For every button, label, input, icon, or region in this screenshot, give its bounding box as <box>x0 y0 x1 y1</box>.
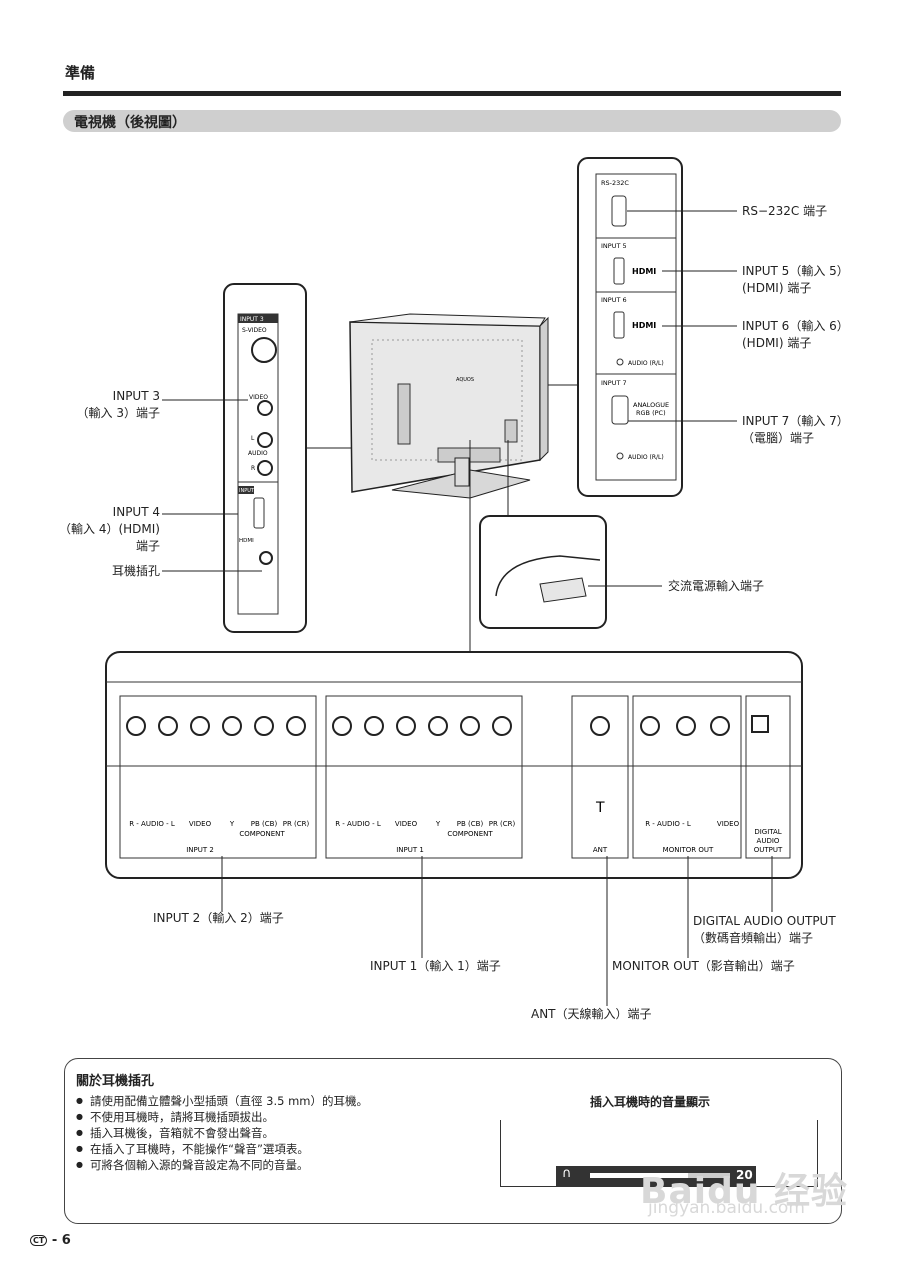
r-text: R <box>251 465 255 472</box>
label-ac-power: 交流電源輸入端子 <box>668 579 765 593</box>
rgb-pc-text: RGB (PC) <box>636 409 666 417</box>
input2-video: VIDEO <box>189 820 212 828</box>
monitor-panel-label: MONITOR OUT <box>663 846 714 854</box>
digital-text-2: AUDIO <box>757 837 780 845</box>
label-input6-a: INPUT 6（輸入 6） <box>742 319 849 333</box>
input1-video: VIDEO <box>395 820 418 828</box>
label-input3-a: INPUT 3 <box>112 389 160 403</box>
notes-item: 在插入了耳機時，不能操作“聲音”選項表。 <box>76 1141 368 1157</box>
label-ant: ANT（天線輸入）端子 <box>531 1007 652 1021</box>
notes-item: 請使用配備立體聲小型插頭（直徑 3.5 mm）的耳機。 <box>76 1093 368 1109</box>
input3-panel-text: INPUT 3 <box>240 316 264 323</box>
page-number: CT - 6 <box>30 1233 71 1248</box>
aquos-text: AQUOS <box>456 377 474 383</box>
section-title: 準備 <box>65 64 96 82</box>
svideo-text: S-VIDEO <box>242 327 267 334</box>
label-input4-a: INPUT 4 <box>112 505 160 519</box>
volume-display-title: 插入耳機時的音量顯示 <box>590 1095 711 1109</box>
input2-r-audio-l: R - AUDIO - L <box>129 820 175 828</box>
input2-component: COMPONENT <box>239 830 285 838</box>
input6-panel-text: INPUT 6 <box>601 296 627 304</box>
label-input7-b: （電腦）端子 <box>742 431 815 445</box>
input4-panel-text: INPUT 4 <box>239 488 259 494</box>
label-input6-b: (HDMI) 端子 <box>742 336 812 350</box>
language-badge-icon: CT <box>30 1235 48 1246</box>
left-leader-lines <box>162 399 355 572</box>
analogue-text: ANALOGUE <box>633 401 669 409</box>
label-monitor-out: MONITOR OUT（影音輸出）端子 <box>612 959 795 973</box>
tv-body: AQUOS <box>349 313 549 499</box>
input1-component: COMPONENT <box>447 830 493 838</box>
volume-track <box>590 1173 730 1178</box>
title-rule <box>63 91 841 96</box>
notes-title: 關於耳機插孔 <box>76 1074 155 1089</box>
input1-y: Y <box>435 820 441 828</box>
label-input1: INPUT 1（輸入 1）端子 <box>370 959 501 973</box>
label-digital-a: DIGITAL AUDIO OUTPUT <box>693 914 836 928</box>
input1-pr: PR (CR) <box>489 820 516 828</box>
bottom-terminal-panel: R - AUDIO - L VIDEO Y PB (CB) PR (CR) CO… <box>105 651 803 879</box>
notes-item: 可將各個輸入源的聲音設定為不同的音量。 <box>76 1157 368 1173</box>
input2-pb: PB (CB) <box>251 820 278 828</box>
tv-rear-diagram: RS-232C INPUT 5 HDMI INPUT 6 HDMI AUDIO … <box>105 157 803 1006</box>
hdmi-logo-5: HDMI <box>632 267 656 276</box>
input1-panel-label: INPUT 1 <box>396 846 424 854</box>
label-input4-b: （輸入 4）(HDMI) <box>59 522 160 536</box>
monitor-video: VIDEO <box>717 820 740 828</box>
label-input5-b: (HDMI) 端子 <box>742 281 812 295</box>
watermark-url: jingyan.baidu.com <box>648 1198 805 1218</box>
notes-item: 不使用耳機時，請將耳機插頭拔出。 <box>76 1109 368 1125</box>
audio-text: AUDIO <box>248 450 268 457</box>
input7-panel-text: INPUT 7 <box>601 379 627 387</box>
ant-symbol: T <box>595 800 605 816</box>
label-input5-a: INPUT 5（輸入 5） <box>742 264 849 278</box>
input2-pr: PR (CR) <box>283 820 310 828</box>
label-input3-b: （輸入 3）端子 <box>76 406 160 420</box>
input2-y: Y <box>229 820 235 828</box>
digital-text-3: OUTPUT <box>754 846 783 854</box>
video-text: VIDEO <box>249 394 268 401</box>
right-leader-lines <box>470 210 737 422</box>
watermark: Baidu 经验 <box>640 1171 849 1212</box>
subtitle-bar <box>63 110 841 132</box>
volume-value: 20 <box>736 1168 753 1182</box>
input1-pb: PB (CB) <box>457 820 484 828</box>
monitor-r-audio-l: R - AUDIO - L <box>645 820 691 828</box>
hdmi-logo-6: HDMI <box>632 321 656 330</box>
label-input4-c: 端子 <box>135 539 160 553</box>
l-text: L <box>251 435 255 442</box>
headphone-notes-box <box>64 1058 842 1224</box>
bottom-leader-lines <box>221 856 773 1006</box>
input2-panel-label: INPUT 2 <box>186 846 214 854</box>
label-rs232c: RS−232C 端子 <box>742 204 828 218</box>
input1-r-audio-l: R - AUDIO - L <box>335 820 381 828</box>
notes-list: 請使用配備立體聲小型插頭（直徑 3.5 mm）的耳機。 不使用耳機時，請將耳機插… <box>76 1093 368 1173</box>
label-input7-a: INPUT 7（輸入 7） <box>742 414 849 428</box>
rs232c-panel-text: RS-232C <box>601 179 629 187</box>
notes-item: 插入耳機後，音箱就不會發出聲音。 <box>76 1125 368 1141</box>
label-input2: INPUT 2（輸入 2）端子 <box>153 911 284 925</box>
right-terminal-panel: RS-232C INPUT 5 HDMI INPUT 6 HDMI AUDIO … <box>577 157 683 497</box>
left-terminal-panel: INPUT 3 S-VIDEO VIDEO L AUDIO R INPUT 4 … <box>223 283 307 633</box>
digital-text-1: DIGITAL <box>754 828 781 836</box>
hdmi-small-text: HDMI <box>239 538 254 544</box>
ant-panel-label: ANT <box>593 846 608 854</box>
label-digital-b: （數碼音頻輸出）端子 <box>693 931 814 945</box>
volume-fill <box>590 1173 688 1178</box>
headphone-icon: ∩ <box>562 1166 572 1181</box>
ac-power-panel <box>479 515 607 629</box>
input5-panel-text: INPUT 5 <box>601 242 627 250</box>
label-headphone: 耳機插孔 <box>111 564 160 578</box>
audio-rl-6: AUDIO (R/L) <box>628 360 664 367</box>
page-subtitle: 電視機（後視圖） <box>74 115 186 131</box>
audio-rl-7: AUDIO (R/L) <box>628 454 664 461</box>
volume-display-frame <box>500 1120 818 1187</box>
